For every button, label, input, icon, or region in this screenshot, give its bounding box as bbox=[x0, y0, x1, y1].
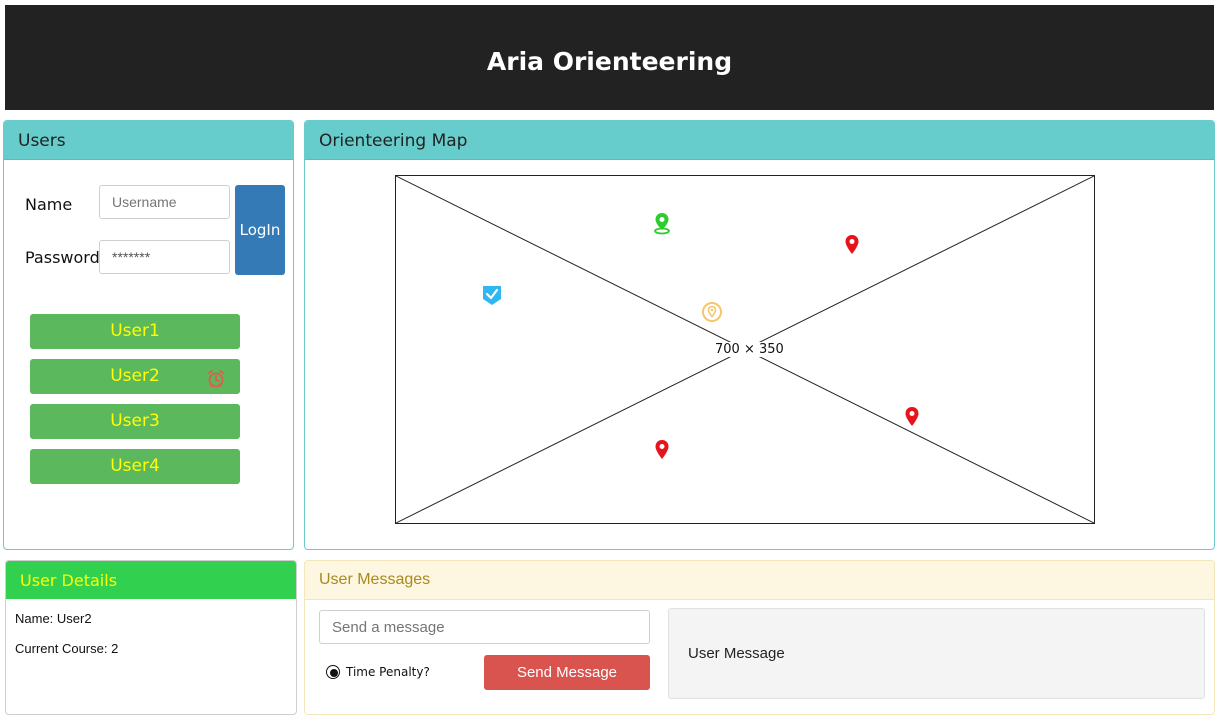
app-header: Aria Orienteering bbox=[5, 5, 1214, 110]
message-input[interactable] bbox=[319, 610, 650, 644]
user-button-2[interactable]: User2 bbox=[30, 359, 240, 394]
map-size-label: 700 × 350 bbox=[713, 342, 786, 357]
time-penalty-radio[interactable] bbox=[326, 665, 340, 679]
user-details-panel: User Details bbox=[5, 560, 297, 715]
user-button-label: User2 bbox=[110, 366, 160, 386]
send-message-button[interactable]: Send Message bbox=[484, 655, 650, 690]
alarm-icon bbox=[206, 367, 226, 388]
name-label: Name bbox=[25, 195, 73, 214]
location-pin-outline-icon[interactable] bbox=[701, 301, 723, 323]
user-button-1[interactable]: User1 bbox=[30, 314, 240, 349]
location-pin-icon[interactable] bbox=[651, 211, 673, 235]
user-button-3[interactable]: User3 bbox=[30, 404, 240, 439]
password-label: Password bbox=[25, 248, 100, 267]
location-pin-icon[interactable] bbox=[841, 233, 863, 255]
map-panel-title: Orienteering Map bbox=[305, 121, 1214, 160]
app-title: Aria Orienteering bbox=[486, 47, 733, 76]
location-pin-icon[interactable] bbox=[651, 438, 673, 460]
login-button[interactable]: LogIn bbox=[235, 185, 285, 275]
password-input[interactable] bbox=[99, 240, 230, 274]
radio-dot bbox=[330, 669, 338, 677]
time-penalty-label: Time Penalty? bbox=[346, 665, 430, 679]
users-panel-title: Users bbox=[4, 121, 293, 160]
location-pin-icon[interactable] bbox=[901, 405, 923, 427]
detail-current-course: Current Course: 2 bbox=[15, 641, 119, 656]
username-input[interactable] bbox=[99, 185, 230, 219]
detail-name: Name: User2 bbox=[15, 611, 92, 626]
user-messages-title: User Messages bbox=[305, 561, 1214, 600]
user-button-4[interactable]: User4 bbox=[30, 449, 240, 484]
check-shield-icon[interactable] bbox=[481, 284, 503, 306]
user-details-title: User Details bbox=[6, 561, 296, 599]
user-message-box: User Message bbox=[668, 608, 1205, 699]
